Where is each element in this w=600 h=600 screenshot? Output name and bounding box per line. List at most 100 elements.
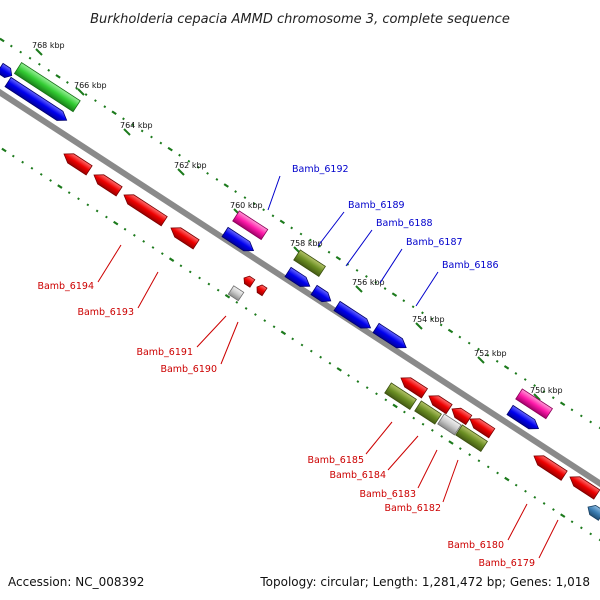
tick-dot-inner <box>421 422 425 426</box>
tick-dot-inner <box>579 526 583 530</box>
label-leader <box>387 435 419 471</box>
tick-dot-outer <box>570 408 574 412</box>
reverse-gene-label[interactable]: Bamb_6191 <box>136 347 193 358</box>
gene-feature[interactable] <box>61 149 93 176</box>
tick-dot-inner <box>384 398 388 402</box>
tick-dot-outer <box>503 365 510 370</box>
tick-dot-outer <box>187 159 191 163</box>
tick-dot-inner <box>142 240 146 243</box>
tick-dot-outer <box>308 238 312 242</box>
tick-dot-outer <box>47 68 51 72</box>
reverse-gene-label[interactable]: Bamb_6185 <box>307 455 364 466</box>
gene-feature[interactable] <box>221 226 256 255</box>
gene-feature[interactable] <box>372 322 409 352</box>
gene-feature[interactable] <box>455 424 488 452</box>
tick-dot-inner <box>254 313 257 316</box>
forward-gene-label[interactable]: Bamb_6188 <box>376 218 433 229</box>
gene-feature[interactable] <box>310 284 334 305</box>
forward-gene-label[interactable]: Bamb_6187 <box>406 237 463 248</box>
gene-feature[interactable] <box>293 249 326 277</box>
scale-tick-label: 766 kbp <box>74 81 107 90</box>
gene-feature[interactable] <box>255 283 268 297</box>
accession-text: Accession: NC_008392 <box>8 575 144 589</box>
scale-tick-label: 752 kbp <box>474 349 507 358</box>
reverse-gene-label[interactable]: Bamb_6182 <box>384 503 441 514</box>
tick-dot-outer <box>196 165 200 169</box>
reverse-gene-label[interactable]: Bamb_6179 <box>478 558 535 569</box>
tick-dot-inner <box>440 435 444 438</box>
gene-feature[interactable] <box>384 382 417 410</box>
label-leader <box>365 421 393 455</box>
gene-shape <box>13 62 81 113</box>
tick-dot-inner <box>151 246 155 249</box>
gene-feature[interactable] <box>531 451 568 481</box>
gene-feature[interactable] <box>333 300 374 332</box>
gene-feature[interactable] <box>13 62 81 113</box>
gene-feature[interactable] <box>0 62 15 80</box>
reverse-gene-label[interactable]: Bamb_6183 <box>359 489 416 500</box>
gene-feature[interactable] <box>467 414 496 439</box>
tick-dot-inner <box>113 220 119 226</box>
gene-feature[interactable] <box>567 472 600 500</box>
tick-dot-outer <box>19 50 23 54</box>
gene-shape <box>310 284 332 303</box>
tick-dot-inner <box>365 386 369 390</box>
gene-feature[interactable] <box>449 404 473 426</box>
gene-feature[interactable] <box>398 373 429 399</box>
tick-dot-outer <box>598 426 600 430</box>
gene-feature[interactable] <box>168 223 200 250</box>
reverse-gene-label[interactable]: Bamb_6190 <box>160 364 217 375</box>
tick-dot-outer <box>533 384 536 387</box>
gene-feature[interactable] <box>91 170 123 197</box>
tick-dot-inner <box>309 349 313 353</box>
forward-gene-label[interactable]: Bamb_6186 <box>442 260 499 271</box>
reverse-gene-label[interactable]: Bamb_6194 <box>37 281 94 292</box>
tick-dot-inner <box>67 191 71 195</box>
label-leader <box>196 315 227 348</box>
gene-feature[interactable] <box>585 502 600 521</box>
tick-dot-outer <box>559 401 566 407</box>
tick-dot-outer <box>542 390 546 394</box>
gene-feature[interactable] <box>232 210 269 241</box>
tick-dot-outer <box>579 414 583 418</box>
tick-dot-inner <box>77 197 80 201</box>
forward-gene-label[interactable]: Bamb_6189 <box>348 200 405 211</box>
tick-dot-outer <box>439 323 443 327</box>
gene-feature[interactable] <box>515 388 553 420</box>
tick-dot-outer <box>94 99 97 103</box>
tick-dot-inner <box>486 465 490 469</box>
gene-feature[interactable] <box>242 274 256 288</box>
tick-dot-outer <box>140 129 144 133</box>
tick-dot-inner <box>552 508 555 511</box>
gene-feature[interactable] <box>506 404 541 433</box>
tick-dot-inner <box>49 179 52 182</box>
scale-tick-mark <box>415 322 423 330</box>
gene-feature[interactable] <box>426 391 453 415</box>
reverse-gene-label[interactable]: Bamb_6193 <box>77 307 134 318</box>
backbone <box>0 88 600 488</box>
tick-dot-inner <box>300 343 304 347</box>
gene-feature[interactable] <box>437 413 462 436</box>
gene-feature[interactable] <box>121 190 168 227</box>
tick-dot-inner <box>132 233 136 237</box>
gene-shape <box>469 418 496 439</box>
tick-dot-outer <box>223 183 229 188</box>
tick-dot-outer <box>374 281 378 284</box>
gene-feature[interactable] <box>227 285 245 302</box>
scale-tick-label: 768 kbp <box>32 41 65 50</box>
tick-dot-outer <box>131 123 135 127</box>
gene-feature[interactable] <box>414 400 442 425</box>
reverse-gene-label[interactable]: Bamb_6180 <box>447 540 504 551</box>
tick-dot-outer <box>279 219 286 225</box>
reverse-gene-label[interactable]: Bamb_6184 <box>329 470 386 481</box>
gene-feature[interactable] <box>284 266 313 290</box>
gene-feature[interactable] <box>4 76 70 124</box>
tick-dot-inner <box>570 520 574 524</box>
gene-shape <box>243 275 256 288</box>
forward-gene-label[interactable]: Bamb_6192 <box>292 164 349 175</box>
tick-dot-inner <box>514 483 518 487</box>
tick-dot-inner <box>179 264 183 268</box>
tick-dot-inner <box>496 471 499 475</box>
